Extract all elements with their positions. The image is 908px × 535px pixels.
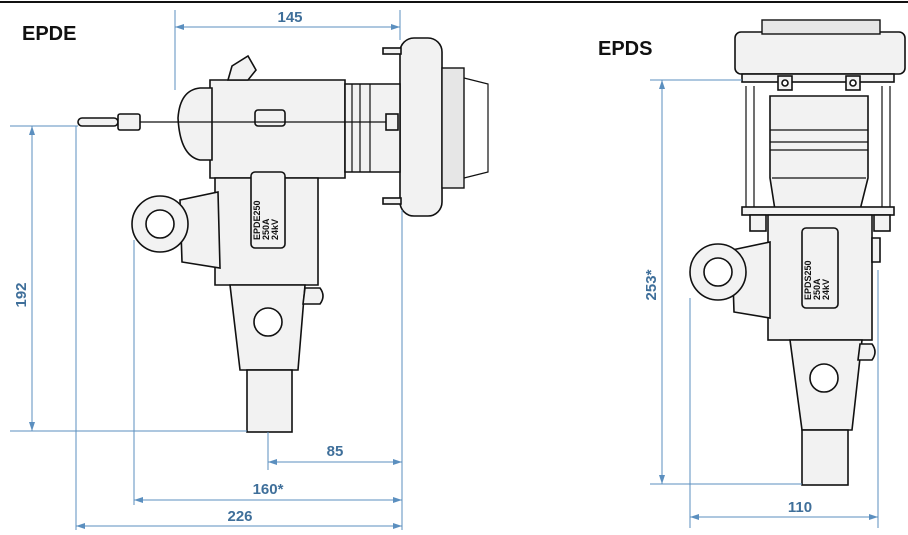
epde-rear-cap xyxy=(177,87,213,161)
dim-253-label: 253* xyxy=(643,269,660,300)
epde-side-lug xyxy=(302,287,324,305)
epds-clamp-left xyxy=(749,214,767,232)
epde-flange xyxy=(399,37,443,217)
epde-test-point xyxy=(226,54,257,81)
epds-lower-hole xyxy=(809,363,839,393)
epde-lower-hole xyxy=(253,307,283,337)
epde-body-horizontal xyxy=(209,79,346,179)
epde-connector-drawing: EPDE250 250A 24kV xyxy=(77,37,489,433)
epde-rod-end xyxy=(385,113,399,131)
epde-label-line-3: 24kV xyxy=(270,219,280,240)
epde-label-line-2: 250A xyxy=(261,218,271,240)
epde-eye-hole xyxy=(145,209,175,239)
epds-clamp-ring xyxy=(741,206,895,216)
dim-145-label: 145 xyxy=(277,9,302,26)
dim-85-label: 85 xyxy=(327,443,344,460)
epds-label-plate xyxy=(801,227,839,309)
epde-label-line-1: EPDE250 xyxy=(252,200,262,240)
epds-label-line-2: 250A xyxy=(812,278,822,300)
epds-side-tab xyxy=(871,237,881,263)
epde-body-cone xyxy=(344,83,401,173)
epds-flange-base xyxy=(741,73,895,83)
epde-view: EPDE EPDE250 250A xyxy=(10,9,489,530)
epds-side-lug xyxy=(857,343,876,361)
dim-226-label: 226 xyxy=(227,508,252,525)
epde-tab-bottom xyxy=(382,197,402,205)
epds-label-line-1: EPDS250 xyxy=(803,260,813,300)
epds-clamp-right xyxy=(873,214,891,232)
epds-title: EPDS xyxy=(598,38,652,60)
epde-label-plate xyxy=(250,171,286,249)
dim-110-label: 110 xyxy=(788,499,812,516)
epde-tab-top xyxy=(382,47,402,55)
dim-160-label: 160* xyxy=(253,481,284,498)
epde-rod-handle xyxy=(77,117,119,127)
epds-rating-label: EPDS250 250A 24kV xyxy=(803,260,831,300)
epds-connector-drawing: EPDS250 250A 24kV xyxy=(689,19,906,486)
epde-flange-insert xyxy=(441,67,465,189)
epds-flange xyxy=(734,31,906,75)
epde-cable-entry xyxy=(246,369,293,433)
epde-rod-nut xyxy=(117,113,141,131)
epds-label-line-3: 24kV xyxy=(821,279,831,300)
epde-bushing-tip xyxy=(463,77,489,179)
epds-eye-hole xyxy=(703,257,733,287)
epds-cone xyxy=(769,95,869,211)
epds-cable-entry xyxy=(801,429,849,486)
epde-rating-label: EPDE250 250A 24kV xyxy=(252,200,280,240)
epde-title: EPDE xyxy=(22,23,76,45)
epds-view: EPDS xyxy=(598,19,906,528)
epds-dimensions: 253* 110 xyxy=(643,79,879,528)
epde-label-recess xyxy=(254,109,286,127)
epde-dimensions: 145 192 85 160* xyxy=(10,9,403,530)
epds-flange-top xyxy=(761,19,881,35)
dim-192-label: 192 xyxy=(13,282,30,307)
